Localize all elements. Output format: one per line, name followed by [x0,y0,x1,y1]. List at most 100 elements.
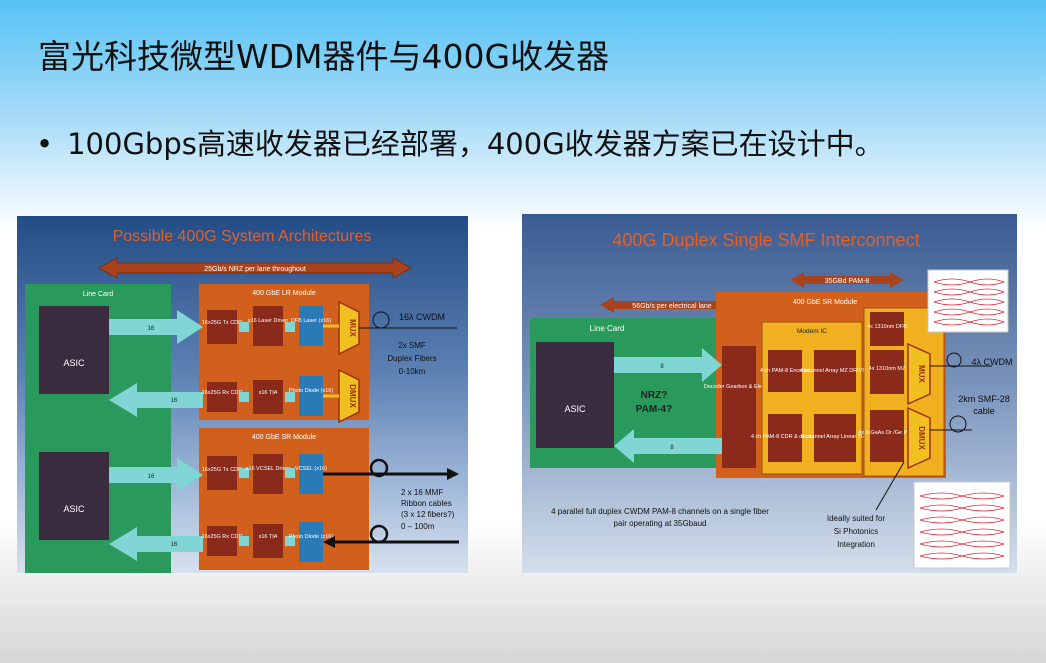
sr-rx-cdr [207,526,237,556]
system-architecture-diagram: Possible 400G System Architectures 25Gb/… [17,216,468,573]
decoder-gearbox [722,346,756,468]
cdr-decoder-label: 4 ch PAM-8 CDR & decoder [751,434,820,440]
lr-photodiode [299,376,323,416]
pin-array [870,410,904,462]
ideal-line-1: Ideally suited for [827,514,886,523]
sr-rx-arrow [109,527,203,561]
bullet-text: 100Gbps高速收发器已经部署，400G收发器方案已在设计中。 [67,127,884,161]
bullet-point: •100Gbps高速收发器已经部署，400G收发器方案已在设计中。 [36,121,884,163]
lr-dfb-label: DFB Laser (x16) [291,318,332,324]
sr-vcsel-driver-label: x16 VCSEL Driver [246,466,291,472]
asic-top [39,306,109,394]
lr-rx-lane-count: 16 [171,398,178,404]
lr-rx-cdr-label: 16x25G Rx CDR [202,390,243,396]
sr-tx-fiber-loop [369,458,389,478]
caption-line-2: pair operating at 35Gbaud [614,519,707,528]
sr-rx-link-1 [239,536,249,546]
sr-rx-fiber-arrowhead [323,536,335,548]
sr-rx-cdr-label: 16x25G Rx CDR [202,534,243,540]
lr-mux [338,300,360,356]
dfb-label: 4x 1310nm DFB [867,324,907,330]
sr-rx-link-2 [285,536,295,546]
mmf-label-2: Ribbon cables [401,499,452,508]
sr-tx-link-2 [285,468,295,478]
elec-lane-label: 56Gb/s per electrical lane [632,303,711,310]
lr-photodiode-label: Photo Diode (x16) [289,388,333,394]
mz-array [870,350,904,394]
sr-module-label: 400 GbE SR Module [252,434,316,441]
sr-tx-fiber-arrowhead [447,468,459,480]
lr-tia [253,380,283,414]
lr-fiber-loop [372,311,390,329]
ideal-line-2: Si Photonics [834,527,878,536]
dmux [907,406,931,470]
sr-rx-lane-count: 16 [171,542,178,548]
sr-vcsel [299,454,323,494]
decoder-label: Decoder Gearbox & Elec EQ [704,384,775,390]
caption-line-1: 4 parallel full duplex CWDM PAM-8 channe… [551,507,769,516]
lr-tia-label: x16 TIA [259,390,278,396]
lr-rx-cdr [207,382,237,412]
sr-photodiode-label: Photo Diode (x16) [289,534,333,540]
baud-label: 35GBd PAM-8 [825,278,870,285]
pam8-cdr-decoder [768,414,802,462]
lr-rx-arrow [109,383,203,417]
mz-label: 4x 1310nm MZ [869,366,906,372]
mz-driver [814,350,856,392]
mmf-label-3: (3 x 12 fibers?) [401,510,455,519]
sr-tia-label: x16 TIA [259,534,278,540]
lr-dmux-label: DMUX [348,384,357,408]
mz-driver-label: 4 channel Array MZ DRIVER [800,368,870,374]
dmux-label: DMUX [917,426,926,450]
smf-label-1: 2km SMF-28 [958,394,1010,404]
smf-label-1: 2x SMF [398,341,426,350]
rx-arrow [614,429,722,463]
smf-interconnect-diagram: 400G Duplex Single SMF Interconnect 35GB… [522,214,1017,573]
baud-arrow [790,272,904,288]
dfb-array [870,312,904,346]
lr-dfb [299,306,323,346]
mmf-label-1: 2 x 16 MMF [401,488,443,497]
encoder-label: 4 ch PAM-8 Encoder [760,368,811,374]
smf-label-2: cable [973,406,995,416]
asic [536,342,614,448]
cwdm-label: 4λ CWDM [972,357,1013,367]
ideal-pointer [875,461,905,511]
lr-cwdm-label: 16λ CWDM [399,312,445,322]
lr-mux-label: MUX [348,319,357,337]
sr-tx-link-1 [239,468,249,478]
line-card-label: Line Card [83,291,113,298]
asic-bottom-label: ASIC [63,504,85,514]
sr-rx-fiber-loop [369,524,389,544]
sr-tia [253,524,283,558]
lr-module-label: 400 GbE LR Module [252,290,316,297]
lr-dmux [338,368,360,424]
tx-fiber-loop [946,352,962,368]
asic-bottom [39,452,109,540]
lr-tx-link-1 [239,322,249,332]
eye-diagram-bottom [913,481,1011,569]
rx-fiber-loop [949,415,967,433]
line-card-label: Line Card [590,324,625,333]
pam4-label: PAM-4? [636,404,672,415]
linear-tia [814,414,856,462]
sr-tx-cdr [207,456,237,490]
mux-label: MUX [917,365,926,383]
modem-ic-label: Modem IC [797,328,827,335]
tx-lane-count: 8 [660,364,664,370]
diagram-left-title: Possible 400G System Architectures [113,228,372,245]
nrz-label: NRZ? [641,390,668,401]
lr-rx-link-1 [239,392,249,402]
sr-tx-arrow [109,458,203,492]
sr-tx-lane-count: 16 [148,474,155,480]
lr-tx-lane-count: 16 [148,326,155,332]
tx-arrow [614,348,722,382]
linear-tia-label: 4 channel Array Linear TIAs [801,434,869,440]
rx-lane-count: 8 [670,445,674,451]
ideal-line-3: Integration [837,540,875,549]
sr-vcsel-label: VCSEL (x16) [295,466,327,472]
lr-rx-link-2 [285,392,295,402]
lr-laser-driver [253,306,283,346]
sr-module-label: 400 GbE SR Module [793,299,857,306]
smf-label-3: 0-10km [399,367,426,376]
